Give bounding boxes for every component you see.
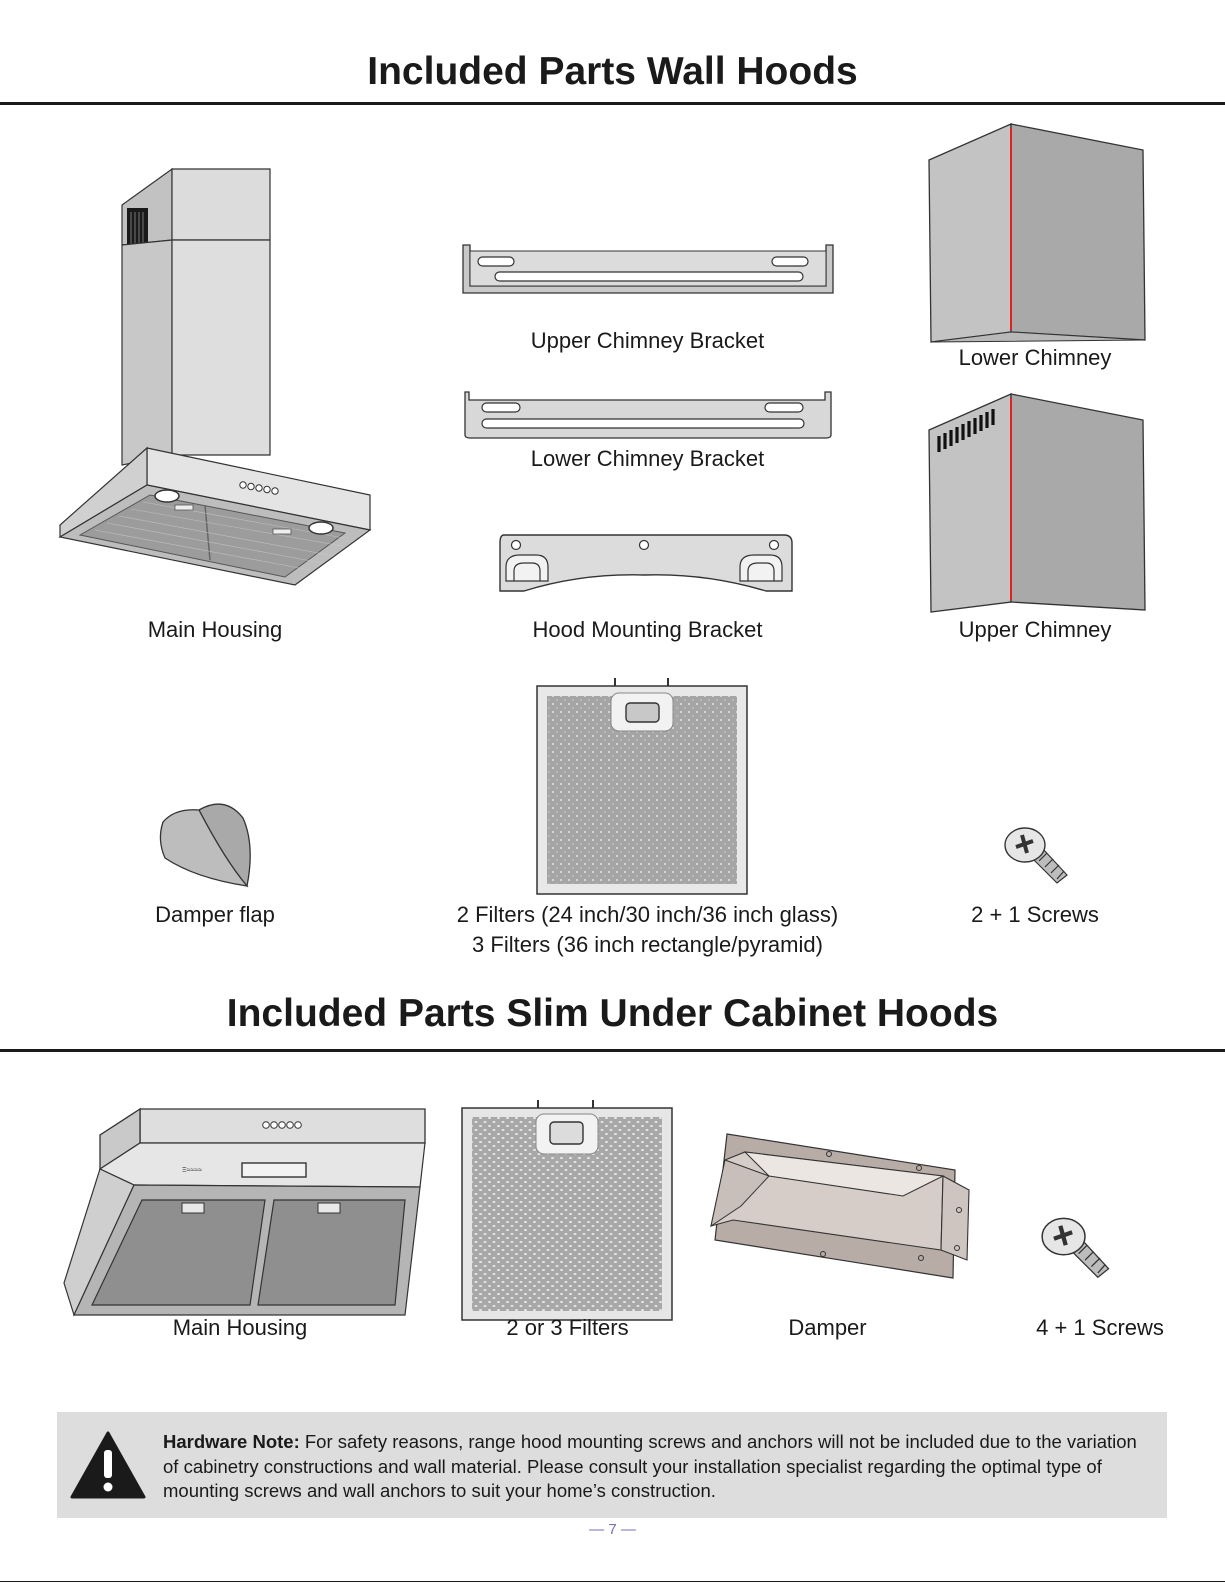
wall-title-rule — [0, 102, 1225, 105]
filters-label-line2: 3 Filters (36 inch rectangle/pyramid) — [472, 932, 823, 957]
damper-flap-illustration — [159, 803, 251, 888]
hardware-note-heading: Hardware Note: — [163, 1431, 300, 1452]
wall-screw-illustration — [1004, 827, 1068, 884]
lower-chimney-illustration — [928, 123, 1146, 343]
hardware-note-text: Hardware Note: For safety reasons, range… — [163, 1430, 1153, 1504]
slim-damper-label: Damper — [788, 1315, 867, 1340]
page-number: — 7 — — [589, 1521, 636, 1538]
hood-mounting-bracket-illustration — [499, 534, 793, 592]
damper-flap-label: Damper flap — [155, 902, 275, 927]
bottom-rule — [0, 1581, 1225, 1582]
upper-chimney-bracket-illustration — [462, 244, 834, 294]
svg-text:Ξ≈≈≈≈: Ξ≈≈≈≈ — [182, 1167, 202, 1174]
wall-main-housing-label: Main Housing — [147, 617, 283, 642]
slim-damper-illustration — [710, 1133, 970, 1279]
slim-screw-illustration — [1041, 1217, 1110, 1279]
filters-label-line1: 2 Filters (24 inch/30 inch/36 inch glass… — [456, 902, 839, 927]
lower-chimney-label: Lower Chimney — [958, 345, 1112, 370]
hood-mounting-bracket-label: Hood Mounting Bracket — [532, 617, 763, 642]
hardware-note-box: Hardware Note: For safety reasons, range… — [57, 1412, 1167, 1518]
wall-main-housing-illustration — [58, 167, 372, 586]
warning-icon — [70, 1431, 146, 1499]
upper-chimney-label: Upper Chimney — [958, 617, 1112, 642]
slim-filters-label: 2 or 3 Filters — [506, 1315, 629, 1340]
lower-chimney-bracket-label: Lower Chimney Bracket — [530, 446, 765, 471]
slim-hoods-title: Included Parts Slim Under Cabinet Hoods — [226, 992, 999, 1035]
wall-hoods-title: Included Parts Wall Hoods — [367, 50, 858, 93]
wall-filter-illustration — [536, 678, 748, 895]
slim-filter-illustration — [461, 1100, 673, 1321]
upper-chimney-illustration — [928, 393, 1146, 613]
lower-chimney-bracket-illustration — [464, 391, 832, 439]
hardware-note-body: For safety reasons, range hood mounting … — [163, 1431, 1137, 1501]
upper-chimney-bracket-label: Upper Chimney Bracket — [530, 328, 765, 353]
slim-main-housing-illustration: Ξ≈≈≈≈ — [63, 1107, 426, 1317]
slim-screws-label: 4 + 1 Screws — [1036, 1315, 1164, 1340]
slim-main-housing-label: Main Housing — [172, 1315, 308, 1340]
wall-screws-label: 2 + 1 Screws — [971, 902, 1099, 927]
slim-title-rule — [0, 1049, 1225, 1052]
